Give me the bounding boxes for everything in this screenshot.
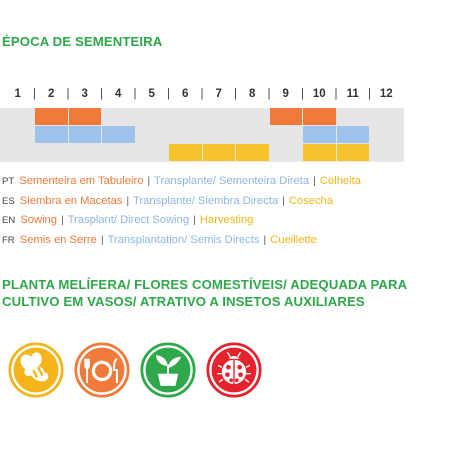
month-separator: | [167,88,170,100]
legend-row-pt: PT Sementeira em Tabuleiro | Transplante… [2,172,361,192]
month-separator: | [100,88,103,100]
feature-icons [0,340,450,410]
month-label: 2 [48,88,55,100]
legend-harvest-label: Cueillette [270,233,317,246]
calendar-cell [68,126,101,143]
legend-transplant-label: Trasplant/ Direct Sowing [67,214,190,226]
legend-separator: | [193,215,196,226]
legend-sowing-label: Siembra en Macetas [19,194,123,207]
legend-language-code: FR [2,234,15,246]
calendar-cell [336,126,369,143]
potted-plant-icon [138,340,198,400]
month-label: 1 [14,88,21,100]
legend-row-en: EN Sowing | Trasplant/ Direct Sowing | H… [2,211,361,231]
sowing-calendar [0,108,404,162]
month-separator: | [267,88,271,100]
calendar-cell [303,108,336,125]
legend-sowing-label: Semis en Serre [19,233,97,246]
legend-transplant-label: Transplantation/ Semis Directs [107,233,260,246]
bee-icon [6,340,66,400]
calendar-cell [35,126,68,143]
calendar-cell [269,108,302,125]
calendar-cell [336,144,369,161]
section-title-plant-features: PLANTA MELÍFERA/ FLORES COMESTÍVEIS/ ADE… [2,277,407,309]
legend-separator: | [61,215,64,226]
calendar-cell [202,144,235,161]
month-label: 12 [379,88,393,100]
month-label: 5 [148,88,155,100]
legend-transplant-label: Transplante/ Siembra Directa [133,194,279,207]
month-label: 4 [115,88,122,100]
month-separator: | [33,88,36,100]
calendar-cell [35,108,68,125]
calendar-cell [303,126,336,143]
legend-sowing-label: Sowing [20,214,58,226]
legend-separator: | [126,195,130,207]
legend-language-code: EN [2,215,16,226]
section-title-sowing-season: ÉPOCA DE SEMENTEIRA [2,34,163,49]
legend-separator: | [263,234,267,246]
ladybug-icon [204,340,264,400]
legend-harvest-label: Harvesting [199,214,254,226]
legend-separator: | [101,234,104,246]
month-label: 6 [182,88,189,100]
calendar-cell [68,108,101,125]
legend-language-code: ES [2,195,15,207]
legend-language-code: PT [2,176,15,187]
calendar-cell [236,144,269,161]
month-label: 10 [312,88,326,100]
plate-cutlery-icon [72,340,132,400]
month-header: 1 | 2 | 3 | 4 | 5 | 6 | 7 | 8 | 9 | 10 | 11 | 12 [0,88,404,104]
calendar-legend: PT Sementeira em Tabuleiro | Transplante… [2,172,361,250]
month-separator: | [234,88,237,100]
month-separator: | [334,88,338,100]
month-separator: | [368,88,371,100]
month-label: 7 [215,88,222,100]
legend-separator: | [282,195,285,207]
legend-sowing-label: Sementeira em Tabuleiro [19,175,144,187]
legend-transplant-label: Transplante/ Sementeira Direta [154,175,310,187]
month-label: 3 [81,88,88,100]
month-separator: | [301,88,304,100]
legend-harvest-label: Colheita [319,175,361,187]
legend-row-fr: FR Semis en Serre | Transplantation/ Sem… [2,231,361,251]
month-label: 9 [282,88,289,100]
legend-row-es: ES Siembra en Macetas | Transplante/ Sie… [2,192,361,212]
month-separator: | [200,88,204,100]
calendar-cell [169,144,202,161]
legend-separator: | [313,176,316,187]
calendar-cell [102,126,135,143]
calendar-cell [303,144,336,161]
month-label: 11 [346,88,359,100]
month-separator: | [66,88,70,100]
legend-separator: | [147,176,151,187]
month-separator: | [133,88,137,100]
legend-harvest-label: Cosecha [288,194,334,207]
month-label: 8 [249,88,256,100]
